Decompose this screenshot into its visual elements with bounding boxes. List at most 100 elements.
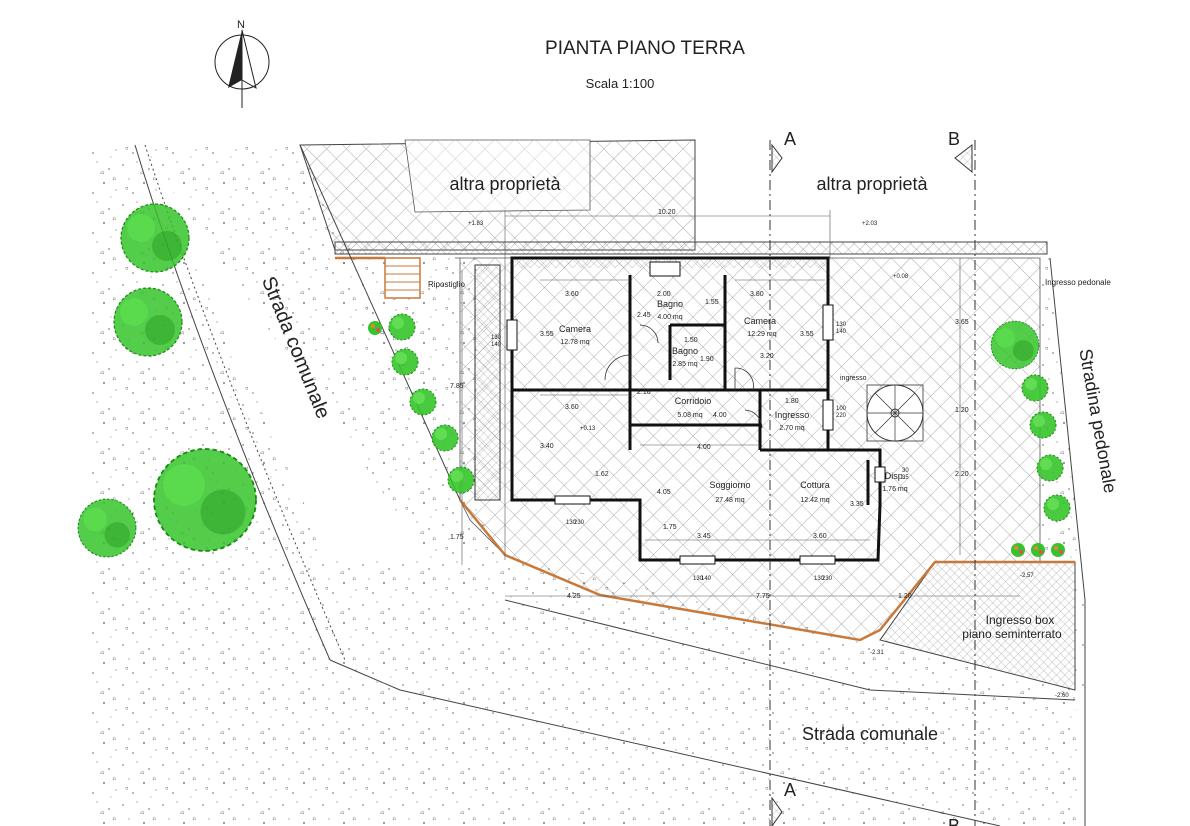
svg-text:+2.03: +2.03 <box>862 221 878 227</box>
svg-text:3.45: 3.45 <box>697 533 711 540</box>
svg-text:Camera: Camera <box>744 316 776 326</box>
windows <box>506 261 886 565</box>
road-left-edge-2 <box>144 144 346 661</box>
svg-text:4.00 mq: 4.00 mq <box>657 314 682 321</box>
svg-text:2.45: 2.45 <box>637 312 651 319</box>
svg-text:27.48 mq: 27.48 mq <box>715 497 744 504</box>
svg-text:3.40: 3.40 <box>540 443 554 450</box>
svg-text:2.20: 2.20 <box>955 471 969 478</box>
svg-text:1.20: 1.20 <box>898 593 912 600</box>
garden-left-area <box>140 145 505 560</box>
svg-text:140: 140 <box>836 329 847 335</box>
room-bagno-2: Bagno 2.85 mq <box>672 346 698 368</box>
svg-text:2.70 mq: 2.70 mq <box>779 425 804 432</box>
svg-text:30: 30 <box>902 468 909 474</box>
section-b-top-label: B <box>948 129 960 149</box>
section-b-top-arrow <box>954 143 973 174</box>
svg-text:4.25: 4.25 <box>567 593 581 600</box>
dimension-lines <box>461 210 1020 597</box>
svg-text:Bagno: Bagno <box>657 299 683 309</box>
svg-text:140: 140 <box>491 342 502 348</box>
svg-text:130: 130 <box>814 576 825 582</box>
other-property-left-label: altra proprietà <box>449 174 561 194</box>
svg-text:3.60: 3.60 <box>565 291 579 298</box>
svg-text:100: 100 <box>836 406 847 412</box>
svg-text:12.42 mq: 12.42 mq <box>800 497 829 504</box>
svg-text:1.55: 1.55 <box>705 299 719 306</box>
section-a-bottom-label: A <box>784 780 796 800</box>
footpath-edge <box>1049 257 1086 826</box>
closet-label: Ripostiglio <box>428 280 465 289</box>
dimension-labels: 10.20 3.60 2.00 1.55 3.80 2.45 3.55 3.55… <box>450 209 969 600</box>
svg-text:+0.13: +0.13 <box>580 426 596 432</box>
svg-text:3.60: 3.60 <box>565 404 579 411</box>
garage-entrance-label-2: piano seminterrato <box>962 627 1062 641</box>
svg-text:2.85 mq: 2.85 mq <box>672 361 697 368</box>
garage-entrance-label-1: Ingresso box <box>986 613 1055 627</box>
perimeter-wall <box>334 241 1048 255</box>
svg-text:2.10: 2.10 <box>637 389 651 396</box>
svg-text:10.20: 10.20 <box>658 209 676 216</box>
svg-text:-2.60: -2.60 <box>1055 693 1069 699</box>
room-soggiorno: Soggiorno 27.48 mq <box>709 480 750 504</box>
svg-text:3.60: 3.60 <box>813 533 827 540</box>
room-corridoio: Corridoio 5.08 mq <box>675 396 712 419</box>
room-bagno-1: Bagno 4.00 mq <box>657 299 683 321</box>
svg-text:Soggiorno: Soggiorno <box>709 480 750 490</box>
svg-text:3.55: 3.55 <box>540 331 554 338</box>
svg-text:1.20: 1.20 <box>955 407 969 414</box>
room-disp: Disp. 1.76 mq <box>882 471 907 493</box>
svg-text:4.05: 4.05 <box>657 489 671 496</box>
svg-text:Camera: Camera <box>559 324 591 334</box>
svg-text:1.75: 1.75 <box>450 534 464 541</box>
svg-text:3.65: 3.65 <box>955 319 969 326</box>
svg-text:-2.31: -2.31 <box>870 650 884 656</box>
svg-text:35: 35 <box>902 475 909 481</box>
room-camera-2: Camera 12.29 mq <box>744 316 777 338</box>
svg-text:7.75: 7.75 <box>756 593 770 600</box>
north-label: N <box>237 19 245 31</box>
other-property-left-inner-hatch <box>405 140 590 212</box>
svg-text:-2.57: -2.57 <box>1020 573 1034 579</box>
closet <box>384 257 421 299</box>
pedestrian-entrance-label: Ingresso pedonale <box>1045 278 1111 287</box>
svg-text:140: 140 <box>701 576 712 582</box>
room-camera-1: Camera 12.78 mq <box>559 324 591 346</box>
svg-text:Ingresso: Ingresso <box>775 410 810 420</box>
section-b-bottom-label: B <box>948 816 960 826</box>
svg-text:130: 130 <box>491 335 502 341</box>
svg-text:3.20: 3.20 <box>760 353 774 360</box>
road-left-area <box>90 145 1080 826</box>
svg-text:+1.83: +1.83 <box>468 221 484 227</box>
road-bottom-edge-2 <box>504 599 1076 701</box>
svg-text:+0.08: +0.08 <box>893 274 909 280</box>
road-bottom-edge <box>329 659 1001 826</box>
doors <box>604 324 763 429</box>
svg-text:130: 130 <box>566 520 577 526</box>
section-a-top-arrow <box>771 143 783 174</box>
room-cottura: Cottura 12.42 mq <box>800 480 830 504</box>
svg-text:2.00: 2.00 <box>657 291 671 298</box>
closet-wall <box>474 264 501 501</box>
other-property-right-label: altra proprietà <box>816 174 928 194</box>
svg-text:Cottura: Cottura <box>800 480 830 490</box>
svg-text:Corridoio: Corridoio <box>675 396 712 406</box>
svg-text:1.90: 1.90 <box>700 356 714 363</box>
svg-text:1.62: 1.62 <box>595 471 609 478</box>
svg-text:4.00: 4.00 <box>713 412 727 419</box>
svg-text:Bagno: Bagno <box>672 346 698 356</box>
svg-text:130: 130 <box>836 322 847 328</box>
svg-text:Disp.: Disp. <box>885 471 906 481</box>
svg-text:5.08 mq: 5.08 mq <box>677 412 702 419</box>
svg-text:3.35: 3.35 <box>850 501 864 508</box>
svg-text:3.55: 3.55 <box>800 331 814 338</box>
closet-steps <box>385 265 420 291</box>
svg-text:12.29 mq: 12.29 mq <box>747 331 776 338</box>
svg-text:7.85: 7.85 <box>450 383 464 390</box>
section-a-bottom-arrow <box>771 796 783 826</box>
svg-text:12.78 mq: 12.78 mq <box>560 339 589 346</box>
north-arrow-icon <box>214 29 270 108</box>
svg-text:4.00: 4.00 <box>697 444 711 451</box>
